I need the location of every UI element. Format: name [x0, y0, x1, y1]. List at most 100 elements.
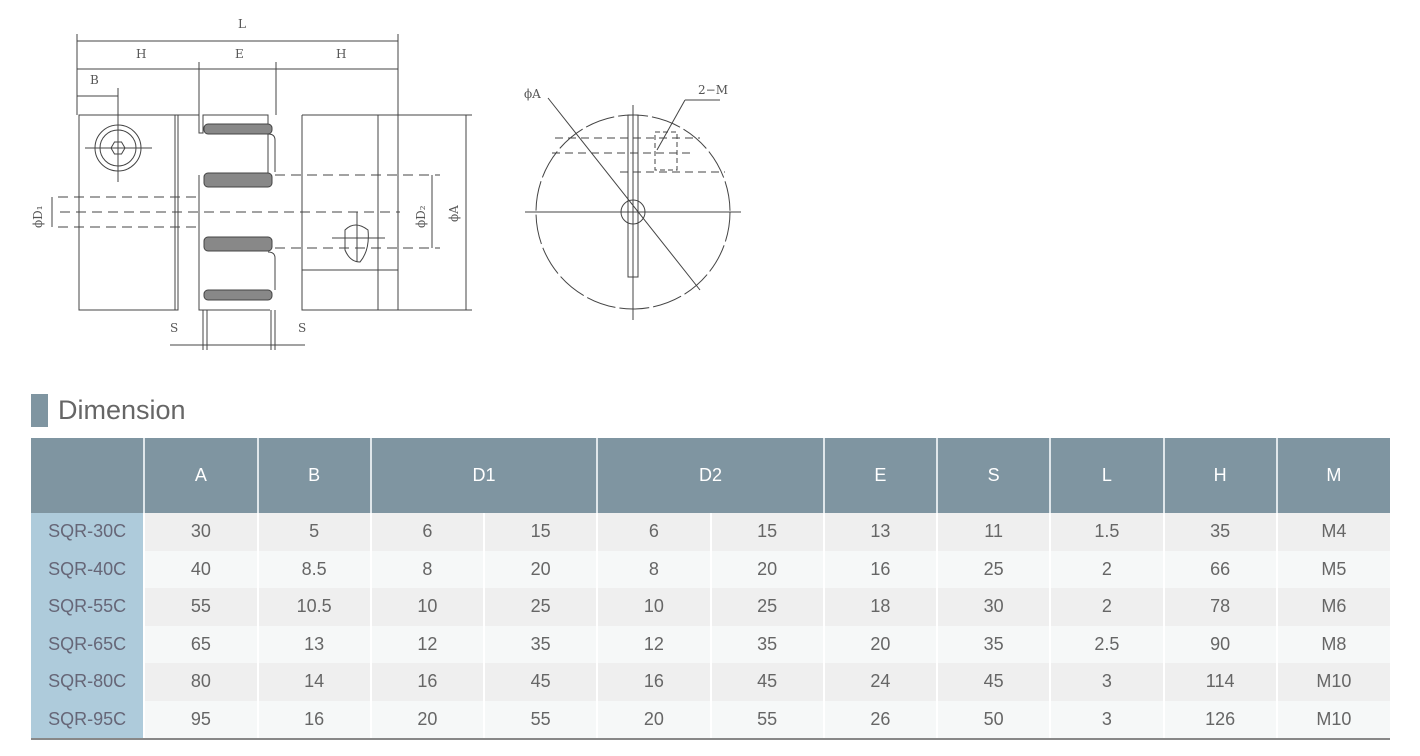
spider-band	[203, 236, 273, 252]
model-cell: SQR-30C	[31, 513, 145, 551]
value-cell: 126	[1162, 700, 1277, 740]
dim-label-H: H	[336, 47, 346, 61]
coupling-technical-drawing: L H E H B ϕD₁ ϕD₂ ϕA S S ϕA 2−M	[31, 17, 741, 350]
dim-label-S: S	[170, 321, 178, 335]
model-cell: SQR-80C	[31, 663, 145, 701]
value-cell: 35	[935, 625, 1051, 663]
value-cell: 8	[369, 550, 484, 588]
value-cell: 24	[822, 663, 937, 701]
header-E: E	[822, 438, 937, 513]
header-model	[31, 438, 145, 513]
value-cell: 55	[143, 588, 258, 626]
value-cell: M10	[1275, 663, 1390, 701]
value-cell: 30	[143, 513, 258, 551]
value-cell: 35	[482, 625, 598, 663]
value-cell: 16	[822, 550, 937, 588]
value-cell: 25	[482, 588, 598, 626]
spider-band	[203, 289, 273, 301]
model-cell: SQR-55C	[31, 588, 145, 626]
table-header-row: A B D1 D2 E S L H M	[31, 438, 1390, 513]
dim-label-phiA: ϕA	[524, 87, 541, 101]
value-cell: 55	[709, 700, 824, 740]
header-D2: D2	[596, 438, 824, 513]
value-cell: 20	[482, 550, 598, 588]
value-cell: 35	[1162, 513, 1277, 551]
value-cell: 26	[822, 700, 937, 740]
value-cell: 20	[369, 700, 484, 740]
spider-band	[203, 123, 273, 135]
value-cell: 8	[596, 550, 711, 588]
model-cell: SQR-40C	[31, 550, 145, 588]
header-B: B	[256, 438, 371, 513]
value-cell: 8.5	[256, 550, 371, 588]
value-cell: 12	[369, 625, 484, 663]
value-cell: 55	[482, 700, 598, 740]
value-cell: 50	[935, 700, 1051, 740]
value-cell: 45	[935, 663, 1051, 701]
value-cell: 14	[256, 663, 371, 701]
dim-label-L: L	[238, 17, 246, 31]
value-cell: 16	[369, 663, 484, 701]
value-cell: 65	[143, 625, 258, 663]
value-cell: 6	[369, 513, 484, 551]
dim-label-E: E	[235, 47, 244, 61]
value-cell: 66	[1162, 550, 1277, 588]
value-cell: 15	[709, 513, 824, 551]
value-cell: M10	[1275, 700, 1390, 740]
value-cell: M6	[1275, 588, 1390, 626]
value-cell: 13	[822, 513, 937, 551]
value-cell: 2.5	[1049, 625, 1164, 663]
value-cell: 13	[256, 625, 371, 663]
value-cell: 16	[256, 700, 371, 740]
value-cell: 114	[1162, 663, 1277, 701]
model-cell: SQR-95C	[31, 700, 145, 740]
value-cell: M8	[1275, 625, 1390, 663]
spider-band	[203, 172, 273, 188]
value-cell: 20	[822, 625, 937, 663]
value-cell: 25	[935, 550, 1051, 588]
value-cell: 18	[822, 588, 937, 626]
model-cell: SQR-65C	[31, 625, 145, 663]
dim-label-2M: 2−M	[698, 83, 728, 97]
value-cell: 30	[935, 588, 1051, 626]
header-D1: D1	[369, 438, 598, 513]
dim-label-B: B	[90, 73, 99, 87]
value-cell: M4	[1275, 513, 1390, 551]
value-cell: 5	[256, 513, 371, 551]
value-cell: 10.5	[256, 588, 371, 626]
dim-label-D1: ϕD₁	[31, 205, 45, 228]
header-S: S	[935, 438, 1051, 513]
header-H: H	[1162, 438, 1277, 513]
value-cell: 1.5	[1049, 513, 1164, 551]
value-cell: 3	[1049, 663, 1164, 701]
dim-label-H: H	[136, 47, 146, 61]
value-cell: 20	[596, 700, 711, 740]
value-cell: 2	[1049, 550, 1164, 588]
value-cell: 2	[1049, 588, 1164, 626]
section-title: Dimension	[58, 394, 186, 425]
value-cell: 80	[143, 663, 258, 701]
value-cell: M5	[1275, 550, 1390, 588]
dim-label-D2: ϕD₂	[414, 205, 428, 228]
value-cell: 40	[143, 550, 258, 588]
value-cell: 78	[1162, 588, 1277, 626]
value-cell: 12	[596, 625, 711, 663]
value-cell: 90	[1162, 625, 1277, 663]
value-cell: 45	[709, 663, 824, 701]
value-cell: 10	[369, 588, 484, 626]
value-cell: 3	[1049, 700, 1164, 740]
header-A: A	[143, 438, 258, 513]
value-cell: 11	[935, 513, 1051, 551]
value-cell: 10	[596, 588, 711, 626]
value-cell: 45	[482, 663, 598, 701]
value-cell: 16	[596, 663, 711, 701]
dim-label-A: ϕA	[447, 205, 461, 222]
header-M: M	[1275, 438, 1390, 513]
value-cell: 25	[709, 588, 824, 626]
